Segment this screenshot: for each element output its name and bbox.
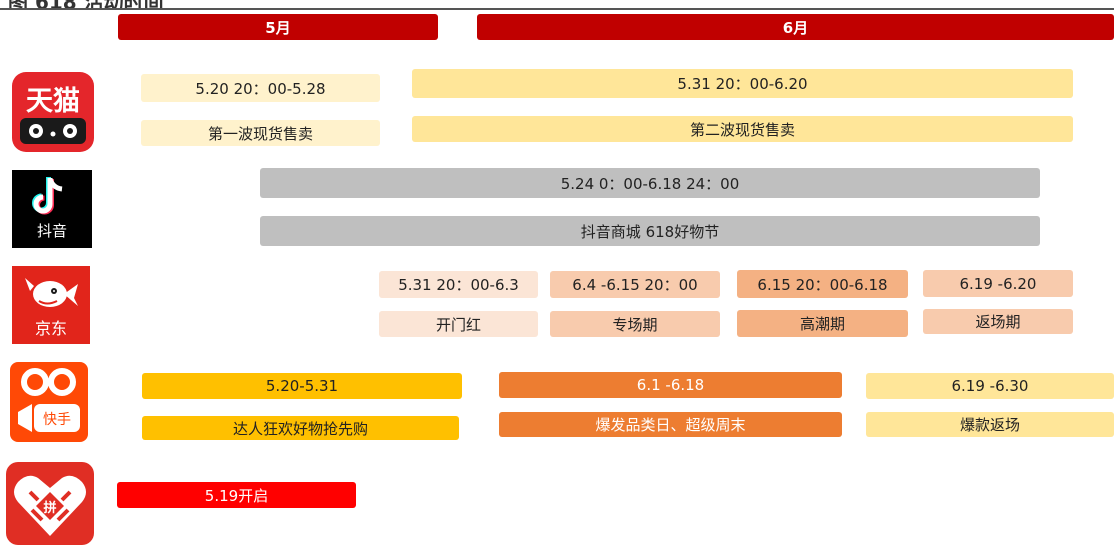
tmall-wave2-time-bar: 5.31 20：00-6.20	[412, 69, 1073, 98]
jd-phase1-label-bar: 开门红	[379, 311, 538, 337]
pinduoduo-logo: 拼	[6, 462, 94, 545]
tmall-wave2-label-bar: 第二波现货售卖	[412, 116, 1073, 142]
kuaishou-logo-text: 快手	[43, 412, 71, 428]
jd-phase1-time-bar: 5.31 20：00-6.3	[379, 271, 538, 298]
douyin-time-bar: 5.24 0：00-6.18 24：00	[260, 168, 1040, 198]
kuaishou-logo: 快手	[10, 362, 88, 442]
title-divider	[0, 8, 1114, 10]
month-header-may: 5月	[118, 14, 438, 40]
title-area: 图 618 活动时间	[0, 0, 1114, 9]
douyin-logo-text: 抖音	[37, 222, 67, 240]
tmall-wave1-time-bar: 5.20 20：00-5.28	[141, 74, 380, 102]
jd-phase4-time-bar: 6.19 -6.20	[923, 270, 1073, 297]
kuaishou-phase2-label-bar: 爆发品类日、超级周末	[499, 412, 842, 437]
douyin-label-bar: 抖音商城 618好物节	[260, 216, 1040, 246]
jd-phase4-label-bar: 返场期	[923, 309, 1073, 334]
page-title: 图 618 活动时间	[8, 0, 164, 9]
kuaishou-phase1-time-bar: 5.20-5.31	[142, 373, 462, 399]
tmall-wave1-label-bar: 第一波现货售卖	[141, 120, 380, 146]
jd-logo: 京东	[12, 266, 90, 344]
kuaishou-phase3-time-bar: 6.19 -6.30	[866, 373, 1114, 399]
tmall-logo: 天猫	[12, 72, 94, 152]
jd-phase2-time-bar: 6.4 -6.15 20：00	[550, 271, 720, 298]
kuaishou-phase1-label-bar: 达人狂欢好物抢先购	[142, 416, 459, 440]
pinduoduo-logo-text: 拼	[43, 500, 56, 516]
douyin-logo: 抖音	[12, 170, 92, 248]
pinduoduo-start-bar: 5.19开启	[117, 482, 356, 508]
kuaishou-phase2-time-bar: 6.1 -6.18	[499, 372, 842, 398]
kuaishou-phase3-label-bar: 爆款返场	[866, 412, 1114, 437]
jd-phase3-label-bar: 高潮期	[737, 310, 908, 337]
month-header-june: 6月	[477, 14, 1114, 40]
tmall-logo-text: 天猫	[26, 86, 80, 117]
jd-phase2-label-bar: 专场期	[550, 311, 720, 337]
jd-logo-text: 京东	[35, 319, 67, 338]
jd-phase3-time-bar: 6.15 20：00-6.18	[737, 270, 908, 298]
